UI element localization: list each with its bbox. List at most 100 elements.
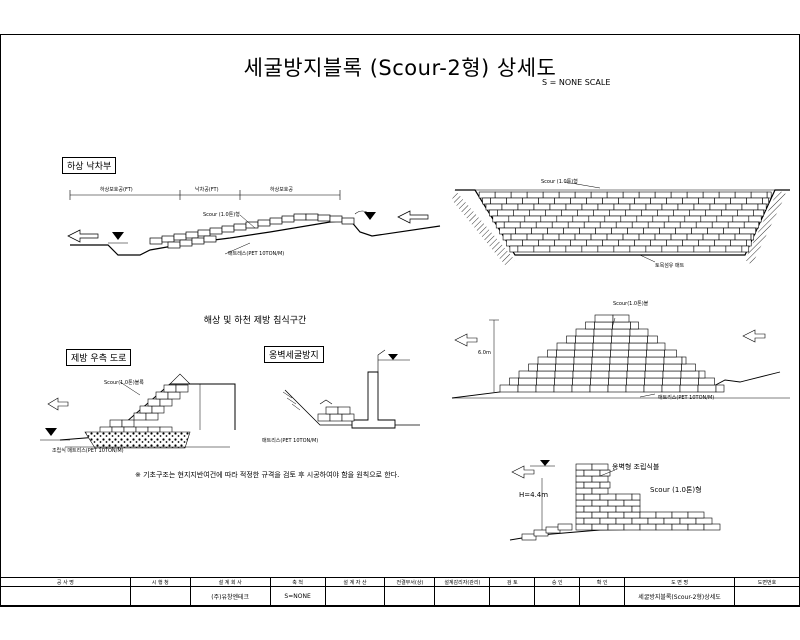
block <box>645 245 663 253</box>
block <box>554 377 573 386</box>
block <box>691 227 708 235</box>
block <box>517 203 535 211</box>
block <box>607 384 627 393</box>
block <box>567 221 585 229</box>
block <box>586 239 603 247</box>
block <box>604 215 622 223</box>
embankment-label: 제방 우측 도로 <box>66 349 132 366</box>
block <box>655 523 673 531</box>
title-block-header-row: 공 사 명 시 행 청 설 계 회 사 축 척 설 계 자 산 전결부서(상) … <box>0 577 800 587</box>
block <box>622 191 640 199</box>
block <box>510 191 528 199</box>
block <box>610 342 630 351</box>
tb-header: 확 인 <box>579 577 626 587</box>
block <box>482 197 491 205</box>
block <box>529 209 546 217</box>
block <box>698 370 706 379</box>
block <box>629 328 649 337</box>
wall-top-label: 옹벽형 조립식블 <box>612 463 660 471</box>
block <box>689 209 706 217</box>
retaining-mat-label: 매트리스(PET 10TON/M) <box>262 438 319 444</box>
wall-section <box>509 460 721 541</box>
block <box>670 191 688 199</box>
block <box>540 215 558 223</box>
block <box>533 245 551 253</box>
block <box>611 328 631 337</box>
block <box>575 475 593 483</box>
block <box>588 215 606 223</box>
block <box>591 463 609 471</box>
block <box>570 239 587 247</box>
block <box>575 469 585 477</box>
block <box>599 493 617 501</box>
block <box>547 349 557 358</box>
block <box>590 370 610 379</box>
block <box>626 377 645 386</box>
block <box>650 197 667 205</box>
tb-value: (주)유창엔테크 <box>189 586 271 606</box>
pyramid-section <box>451 314 790 399</box>
block <box>734 233 752 241</box>
block <box>739 227 756 235</box>
river-drop-dim2: 낙차공(FT) <box>195 187 219 193</box>
tb-value <box>129 586 191 606</box>
block <box>743 221 760 229</box>
block <box>727 221 745 229</box>
block <box>556 342 576 351</box>
block <box>509 245 519 253</box>
block <box>615 221 633 229</box>
block <box>566 335 576 344</box>
embankment-section <box>40 373 236 449</box>
mid-heading: 해상 및 하천 제방 침식구간 <box>203 316 307 326</box>
block <box>682 197 699 205</box>
block <box>645 363 664 372</box>
block <box>590 233 608 241</box>
block <box>663 517 681 525</box>
block <box>606 191 624 199</box>
block <box>577 209 594 217</box>
block <box>495 221 505 229</box>
block <box>677 245 695 253</box>
block <box>734 191 752 199</box>
block <box>551 221 569 229</box>
block <box>485 203 503 211</box>
embankment-block-label: Scour(1.0톤)블록 <box>104 380 144 386</box>
block <box>657 209 674 217</box>
block <box>590 191 608 199</box>
block <box>565 245 583 253</box>
block <box>663 356 683 365</box>
block <box>501 203 519 211</box>
tb-value <box>434 586 491 606</box>
block <box>583 221 601 229</box>
block <box>737 209 754 217</box>
block <box>639 523 657 531</box>
block <box>575 328 595 337</box>
block <box>748 215 762 223</box>
block <box>574 233 592 241</box>
block <box>592 342 612 351</box>
block <box>643 384 663 393</box>
block <box>623 511 641 519</box>
block <box>629 245 647 253</box>
block <box>750 233 755 241</box>
block <box>715 384 725 393</box>
river-drop-dim1: 하상보호공(FT) <box>100 187 133 193</box>
block <box>654 191 672 199</box>
block <box>611 227 628 235</box>
block <box>613 203 631 211</box>
block <box>681 356 687 365</box>
block <box>558 233 576 241</box>
title-block-value-row: (주)유창엔테크 S=NONE 세굴방지블록(Scour-2형)상세도 <box>0 586 800 606</box>
block <box>533 203 551 211</box>
block <box>575 335 594 344</box>
block <box>644 370 664 379</box>
tb-value <box>324 586 386 606</box>
tb-value <box>0 586 131 606</box>
river-drop-dim3: 하상보호공 <box>270 187 294 193</box>
pyramid-mat-label: 매트리스(PET 10TON/M) <box>658 395 715 401</box>
block <box>509 377 519 386</box>
block <box>741 245 750 253</box>
block <box>542 191 560 199</box>
block <box>732 215 750 223</box>
block <box>535 221 553 229</box>
